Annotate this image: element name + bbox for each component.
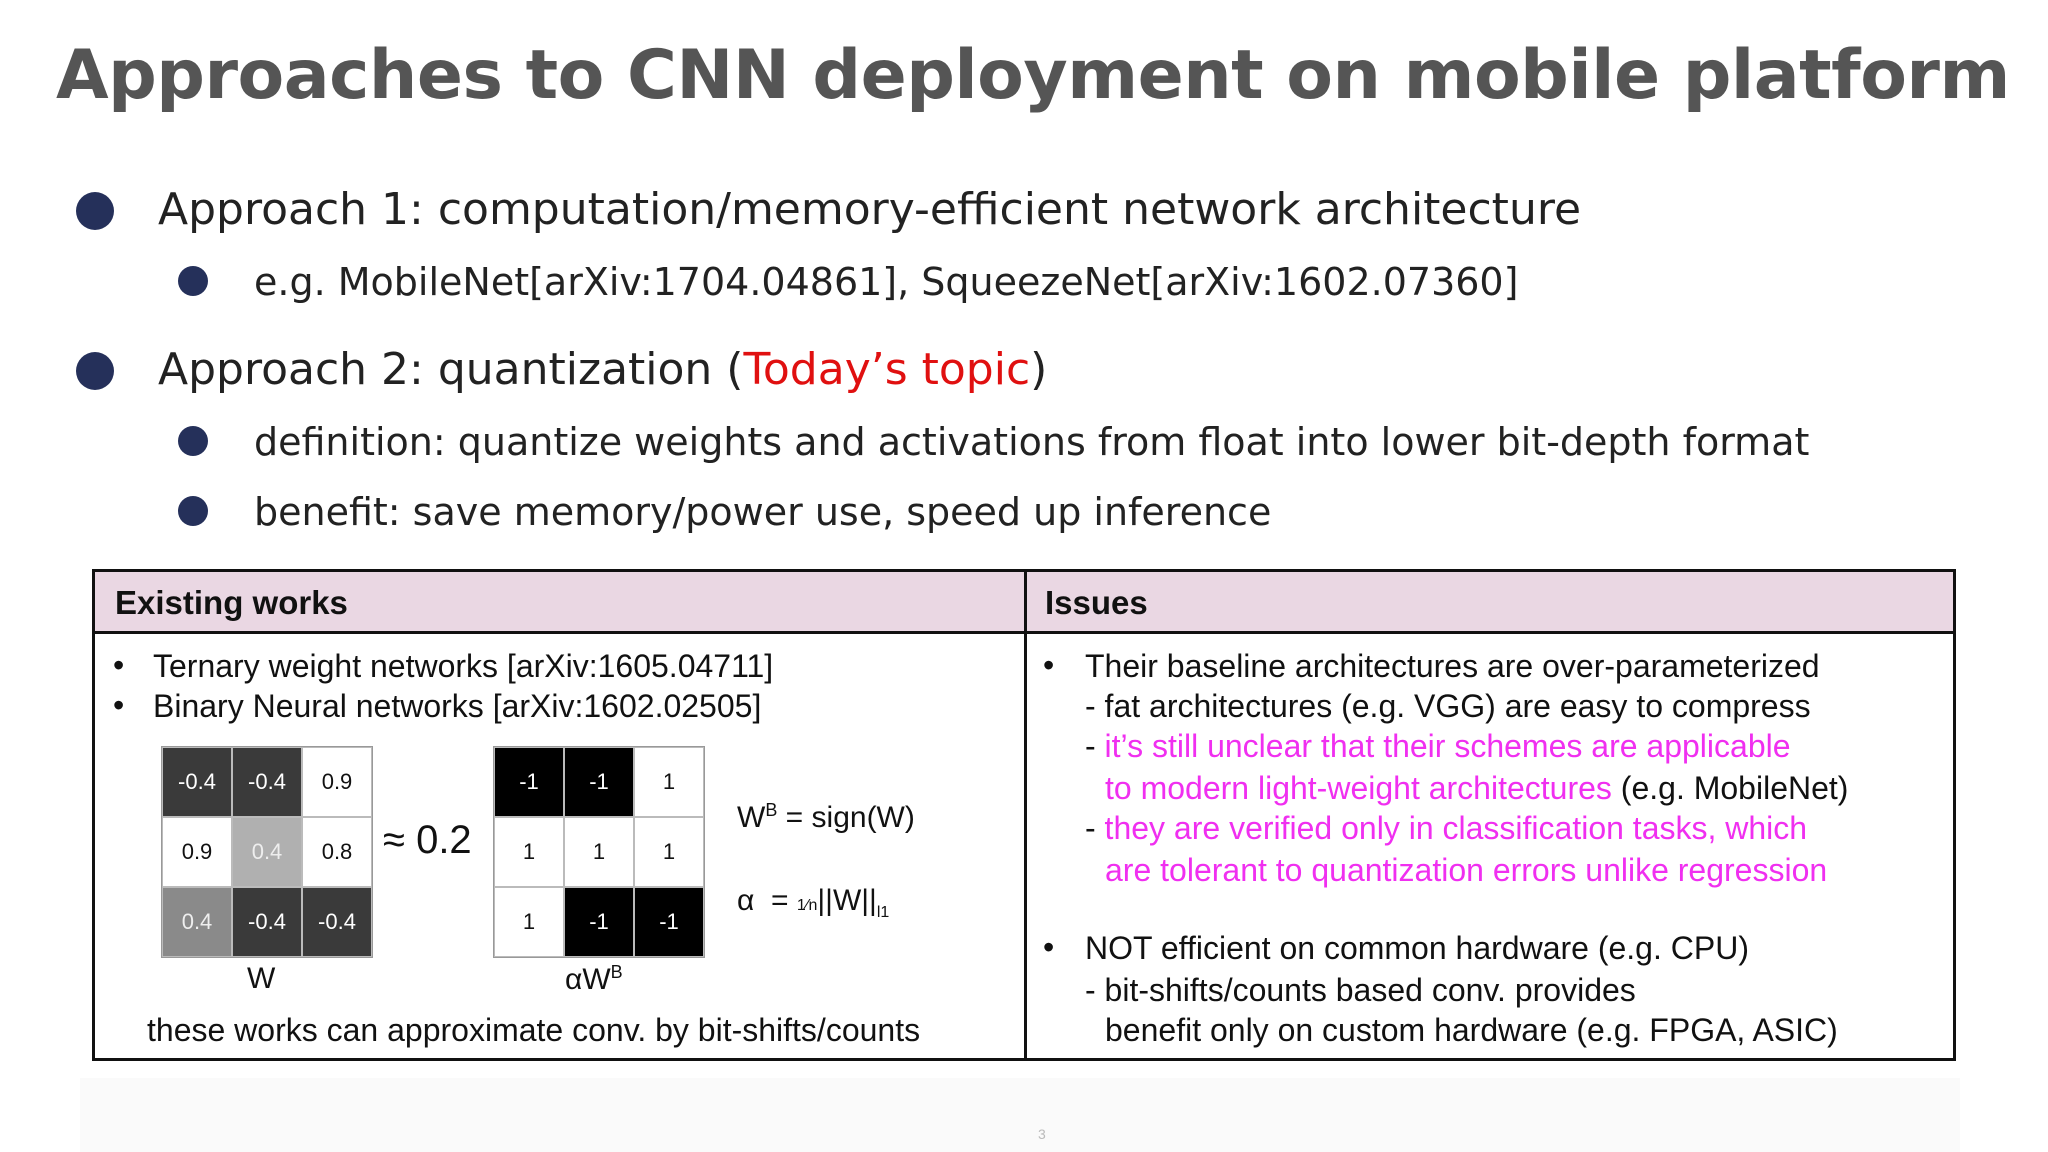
issue-2: NOT efficient on common hardware (e.g. C…: [1085, 930, 1749, 966]
matrix-W-cell: 0.4: [162, 887, 232, 957]
issue-1-sub3-cont: are tolerant to quantization errors unli…: [1105, 850, 1827, 890]
eq2-sub: l1: [876, 904, 890, 921]
bullet-dot: •: [113, 647, 125, 683]
matrix-WB-cell: -1: [634, 887, 704, 957]
approach2-benefit: benefit: save memory/power use, speed up…: [254, 490, 1272, 534]
matrix-W-cell: -0.4: [302, 887, 372, 957]
approach1-text: Approach 1: computation/memory-efficient…: [158, 184, 1582, 235]
approach2-close: ): [1030, 344, 1048, 395]
todays-topic: Today’s topic: [743, 344, 1031, 395]
page-number: 3: [1038, 1126, 1046, 1142]
label-alpha-WB-base: αW: [565, 963, 611, 996]
matrix-W-cell: -0.4: [232, 747, 302, 817]
matrix-W-cell: 0.4: [232, 817, 302, 887]
bullet-icon: [178, 266, 208, 296]
approx-scale: ≈ 0.2: [383, 818, 472, 862]
header-existing-works: Existing works: [115, 584, 348, 621]
issue-1-sub2: - it’s still unclear that their schemes …: [1085, 728, 1791, 764]
bullet-icon: [178, 496, 208, 526]
eq2-alpha: α: [737, 884, 755, 917]
eq1-sup: B: [765, 800, 778, 820]
slide-title: Approaches to CNN deployment on mobile p…: [56, 36, 2010, 115]
equation-alpha: α = 1⁄n||W||l1: [737, 884, 889, 922]
matrix-W-cell: 0.9: [162, 817, 232, 887]
matrix-WB-cell: 1: [564, 817, 634, 887]
bullet-icon: [76, 192, 114, 230]
matrix-WB-cell: -1: [494, 747, 564, 817]
eq2-frac: 1⁄n: [796, 897, 818, 914]
issue-1-sub2-cont: to modern light-weight architectures (e.…: [1105, 768, 1848, 808]
issue-1-sub2-tail: (e.g. MobileNet): [1620, 770, 1849, 806]
matrix-W-cell: 0.8: [302, 817, 372, 887]
bullet-dot: •: [113, 687, 125, 723]
eq1-right: = sign(W): [777, 801, 915, 834]
issue-2-sub1-cont: benefit only on custom hardware (e.g. FP…: [1105, 1012, 1838, 1048]
issue-1-sub3-pink-cont: are tolerant to quantization errors unli…: [1105, 852, 1828, 888]
approach2-text: Approach 2: quantization (Today’s topic): [158, 344, 1047, 395]
issue-1-sub2-pink-cont: to modern light-weight architectures: [1105, 770, 1612, 806]
matrix-WB-cell: 1: [634, 747, 704, 817]
bullet-icon: [178, 426, 208, 456]
issue-2-sub1: - bit-shifts/counts based conv. provides: [1085, 972, 1636, 1008]
matrix-W-cell: -0.4: [162, 747, 232, 817]
matrix-WB-cell: -1: [564, 747, 634, 817]
issue-1-sub1: - fat architectures (e.g. VGG) are easy …: [1085, 688, 1811, 724]
matrix-WB-cell: 1: [494, 887, 564, 957]
header-issues: Issues: [1045, 584, 1148, 621]
label-alpha-WB: αWB: [565, 962, 623, 997]
label-W: W: [247, 962, 276, 995]
approach2-label: Approach 2: quantization (: [158, 344, 744, 395]
table-column-divider: [1024, 572, 1027, 1058]
issue-1-sub3-pink: they are verified only in classification…: [1104, 810, 1808, 846]
existing-work-1: Ternary weight networks [arXiv:1605.0471…: [153, 648, 774, 684]
existing-work-2: Binary Neural networks [arXiv:1602.02505…: [153, 688, 762, 724]
matrix-WB-cell: -1: [564, 887, 634, 957]
matrix-WB-cell: 1: [494, 817, 564, 887]
approach2-definition: definition: quantize weights and activat…: [254, 420, 1810, 464]
issue-1: Their baseline architectures are over-pa…: [1085, 648, 1820, 684]
approach1-example: e.g. MobileNet[arXiv:1704.04861], Squeez…: [254, 260, 1519, 304]
issue-1-sub2-pink: it’s still unclear that their schemes ar…: [1104, 728, 1791, 764]
bullet-icon: [76, 352, 114, 390]
matrix-WB-cell: 1: [634, 817, 704, 887]
comparison-table: Existing works Issues • Ternary weight n…: [92, 569, 1956, 1061]
matrix-W-cell: 0.9: [302, 747, 372, 817]
eq2-norm: ||W||: [817, 884, 877, 917]
footer-band: [80, 1078, 1960, 1152]
eq2-eq: =: [771, 884, 789, 917]
bullet-dot: •: [1043, 647, 1055, 683]
existing-caption: these works can approximate conv. by bit…: [147, 1012, 921, 1048]
matrix-W-cell: -0.4: [232, 887, 302, 957]
bullet-dot: •: [1043, 929, 1055, 965]
label-alpha-WB-sup: B: [610, 962, 623, 982]
issue-1-sub3: - they are verified only in classificati…: [1085, 810, 1808, 846]
eq1-w: W: [737, 801, 766, 834]
equation-sign: WB = sign(W): [737, 800, 915, 835]
